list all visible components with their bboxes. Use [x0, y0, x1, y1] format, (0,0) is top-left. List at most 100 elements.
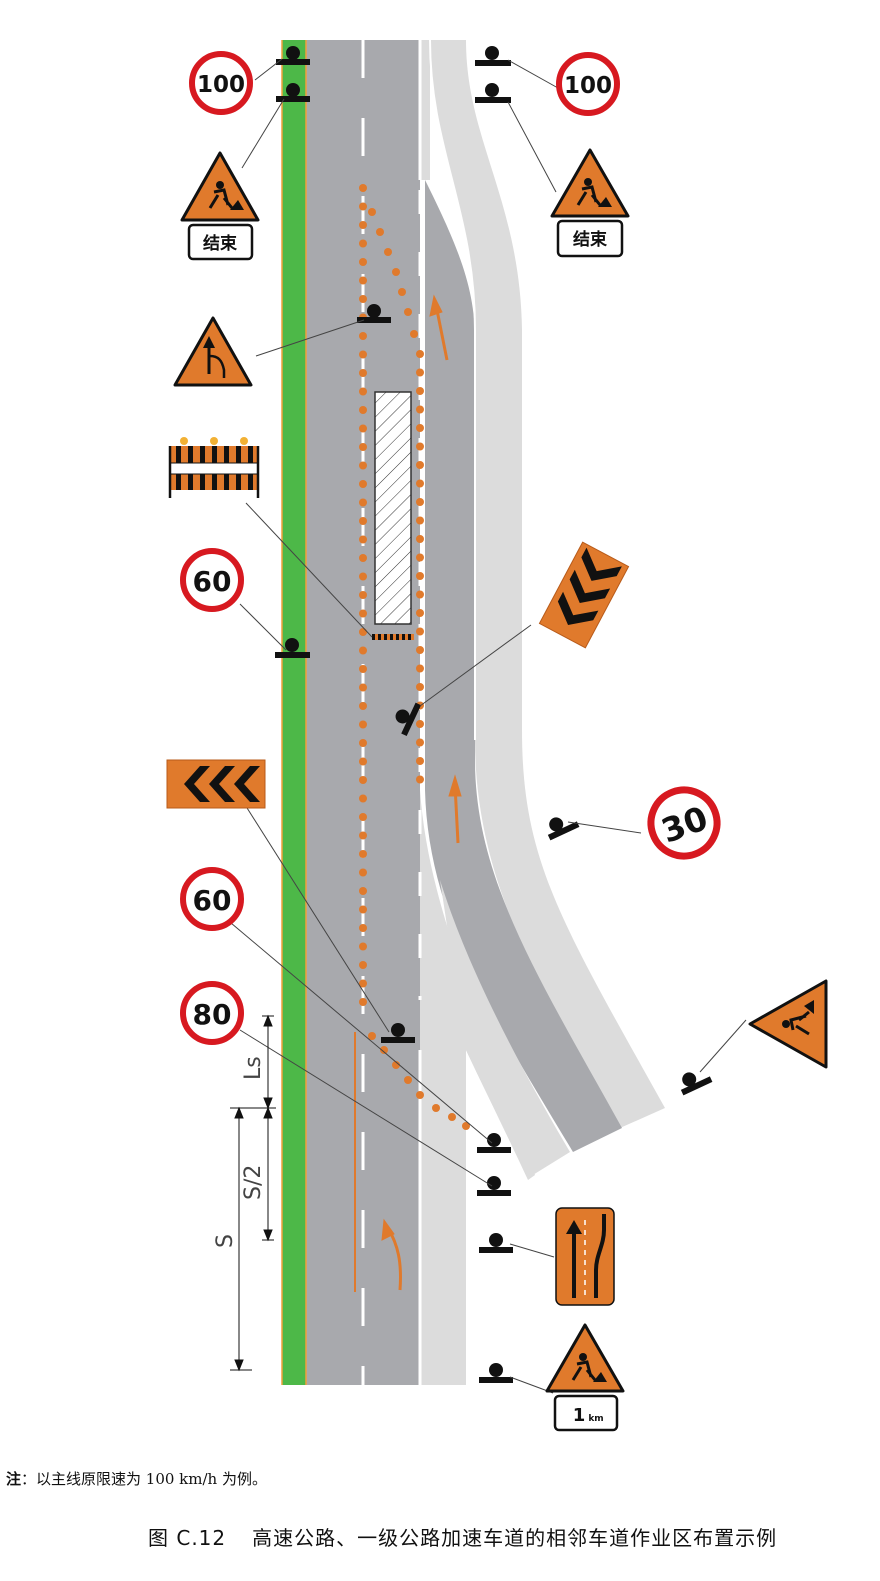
traffic-cone [359, 794, 367, 803]
distance-plate-unit: km [588, 1414, 603, 1424]
support-post [547, 817, 580, 841]
traffic-cone [359, 942, 367, 951]
traffic-cones [359, 184, 470, 1130]
traffic-cone [359, 517, 367, 525]
traffic-cone [359, 905, 367, 914]
traffic-cone [359, 683, 367, 692]
end-plate-left-text: 结束 [203, 233, 237, 254]
distance-plate [553, 1394, 619, 1432]
traffic-cone [359, 295, 367, 303]
end-plate-right [556, 219, 624, 258]
speed-limit-sign-80: 80 [180, 981, 244, 1045]
traffic-cone [462, 1122, 470, 1130]
traffic-cone [448, 1113, 456, 1121]
note-label: 注 [6, 1470, 22, 1488]
traffic-cone [359, 961, 367, 969]
traffic-cone [359, 591, 367, 599]
svg-text:60: 60 [193, 565, 232, 598]
work-zone-hatched [374, 391, 412, 625]
traffic-cone [359, 813, 367, 821]
merge-warning-sign [173, 316, 253, 387]
sign-supports [275, 46, 713, 1383]
traffic-cone [359, 720, 367, 729]
roadwork-warning-sign-top-right: 结束 [550, 148, 630, 258]
dimension-lines [230, 1014, 276, 1372]
traffic-cone [359, 276, 367, 285]
chevron-sign-left [166, 759, 266, 809]
figure-title: 高速公路、一级公路加速车道的相邻车道作业区布置示例 [252, 1526, 778, 1550]
traffic-cone [359, 757, 367, 766]
traffic-cone [416, 572, 424, 580]
support-post [475, 46, 511, 66]
traffic-cone [359, 776, 367, 784]
work-zone-diagram: Ls S/2 S 100 100 60 60 80 30 结束 [166, 39, 828, 1432]
traffic-cone [359, 646, 367, 655]
leader-lines [230, 58, 747, 1394]
traffic-cone [359, 535, 367, 544]
traffic-cone [384, 248, 392, 256]
traffic-cone [416, 479, 424, 488]
traffic-cone [359, 498, 367, 507]
traffic-cone [368, 208, 376, 216]
traffic-cone [359, 868, 367, 877]
dim-ls: Ls [241, 1056, 266, 1080]
median-green [282, 40, 306, 1385]
traffic-cone [416, 535, 424, 543]
support-post [477, 1176, 511, 1196]
traffic-cone [416, 498, 424, 506]
traffic-cone [359, 387, 367, 396]
traffic-cone [416, 664, 424, 673]
traffic-cone [359, 406, 367, 414]
distance-plate-number: 1 [573, 1405, 586, 1426]
traffic-cone [416, 368, 424, 377]
traffic-cone [404, 308, 412, 316]
traffic-cone [392, 268, 400, 276]
traffic-cone [359, 850, 367, 858]
traffic-cone [359, 258, 367, 266]
traffic-cone [380, 1046, 388, 1054]
traffic-cone [359, 831, 367, 840]
traffic-cone [359, 424, 367, 433]
traffic-cone [359, 739, 367, 747]
traffic-cone [416, 461, 424, 469]
end-plate-left [187, 223, 254, 261]
traffic-cone [416, 646, 424, 654]
traffic-cone [359, 184, 367, 192]
traffic-cone [359, 609, 367, 618]
support-post [276, 46, 310, 65]
roadwork-warning-sign-bottom: 1 km [545, 1323, 625, 1432]
traffic-cone [359, 554, 367, 562]
support-post [479, 1363, 513, 1383]
speed-limit-sign-60-lower: 60 [180, 867, 244, 931]
support-post [381, 1023, 415, 1043]
speed-limit-sign-top-left: 100 [189, 51, 253, 115]
traffic-cone [416, 757, 424, 765]
traffic-cone [368, 1032, 376, 1040]
svg-text:100: 100 [197, 72, 245, 98]
speed-limit-sign-60-upper: 60 [180, 548, 244, 612]
traffic-cone [432, 1104, 440, 1112]
traffic-cone [359, 665, 367, 673]
ramp-outer-shoulder [430, 40, 665, 1128]
chevron-sign-diagonal [538, 541, 630, 649]
speed-limit-sign-30: 30 [647, 786, 721, 860]
traffic-cone [359, 461, 367, 470]
traffic-cone [359, 221, 367, 229]
traffic-cone [416, 627, 424, 636]
lane-merge-sign [555, 1207, 615, 1306]
arrow-upper [434, 304, 449, 361]
road-barrier [168, 437, 260, 498]
end-plate-right-text: 结束 [573, 229, 607, 250]
traffic-cone [359, 887, 367, 895]
traffic-cone [376, 228, 384, 236]
traffic-cone [359, 350, 367, 359]
roadwork-warning-sign-ramp [748, 979, 828, 1069]
traffic-cone [359, 202, 367, 211]
support-post [475, 83, 511, 103]
traffic-cone [416, 405, 424, 414]
traffic-cone [416, 683, 424, 691]
support-post [395, 702, 422, 737]
traffic-cone [416, 387, 424, 395]
dim-s: S [213, 1234, 238, 1248]
